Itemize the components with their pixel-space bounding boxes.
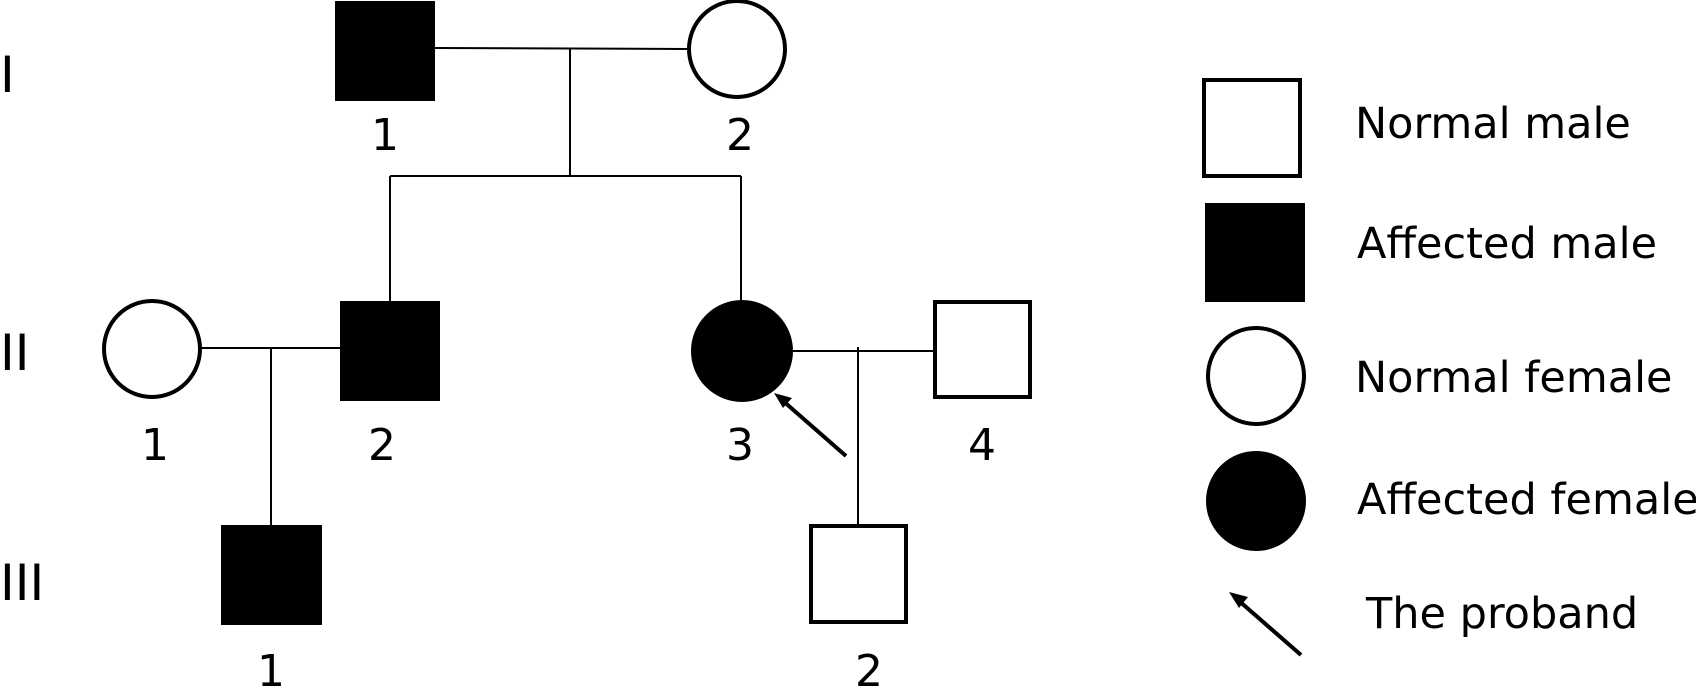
legend-affected-male-icon	[1205, 203, 1305, 302]
affected-male-symbol-i-1	[335, 1, 435, 101]
proband-arrow-shaft	[780, 398, 848, 458]
pedigree-lines	[200, 47, 934, 526]
legend-normal-male-label: Normal male	[1355, 99, 1631, 149]
affected-female-symbol-ii-3	[691, 300, 793, 402]
normal-male-symbol-iii-2	[809, 524, 908, 624]
legend-normal-female-icon	[1206, 326, 1306, 426]
legend-affected-female-icon	[1206, 451, 1306, 551]
marriage-line-gen-i	[433, 47, 689, 50]
individual-number-ii-4: 4	[968, 420, 996, 471]
proband-arrow	[774, 393, 848, 458]
legend-proband-arrow-shaft	[1236, 598, 1303, 657]
legend-normal-female-label: Normal female	[1355, 353, 1672, 403]
generation-label-iii: III	[0, 554, 44, 612]
legend-proband-arrow-head	[1229, 592, 1248, 608]
individual-number-i-2: 2	[726, 110, 754, 161]
generation-label-i: I	[0, 46, 15, 104]
individual-number-iii-2: 2	[855, 646, 883, 686]
individual-number-iii-1: 1	[257, 646, 285, 686]
affected-male-symbol-ii-2	[340, 301, 440, 401]
individual-number-ii-2: 2	[368, 420, 396, 471]
legend-proband-arrow-icon	[1229, 592, 1303, 657]
normal-male-symbol-ii-4	[933, 300, 1032, 399]
proband-arrow-head	[774, 393, 792, 408]
affected-male-symbol-iii-1	[221, 525, 322, 625]
generation-label-ii: II	[0, 324, 30, 382]
legend: Normal male Affected male Normal female …	[1202, 78, 1696, 657]
legend-normal-male-icon	[1202, 78, 1302, 178]
individual-number-i-1: 1	[371, 110, 399, 161]
legend-affected-male-label: Affected male	[1357, 219, 1657, 269]
legend-affected-female-label: Affected female	[1357, 475, 1696, 525]
normal-female-symbol-ii-1	[102, 299, 202, 399]
individual-number-ii-1: 1	[141, 420, 169, 471]
individual-number-ii-3: 3	[726, 420, 754, 471]
normal-female-symbol-i-2	[687, 0, 787, 99]
legend-proband-label: The proband	[1365, 589, 1638, 639]
